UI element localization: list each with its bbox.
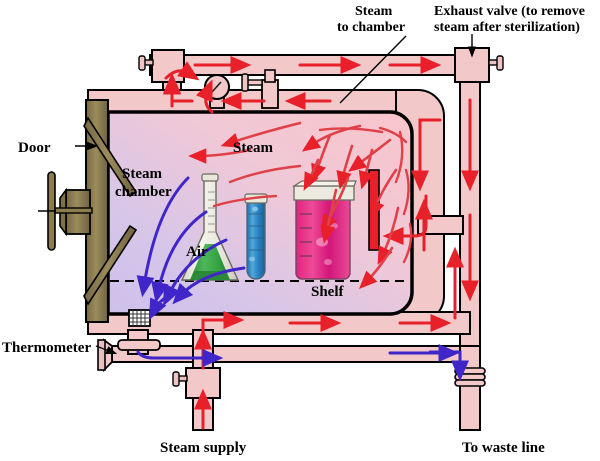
label-exhaust-valve-line1: Exhaust valve (to remove — [434, 4, 585, 19]
drain-flange — [117, 339, 161, 351]
door-assembly[interactable] — [38, 99, 138, 323]
air-flow-arrows — [136, 176, 469, 382]
chamber-steam-swirls — [188, 121, 400, 289]
label-to-waste-line: To waste line — [462, 440, 545, 456]
steam-supply-valve[interactable] — [172, 367, 221, 399]
bottom-fittings[interactable] — [97, 338, 486, 399]
label-steam: Steam — [233, 140, 273, 156]
label-steam-to-chamber-line1: Steam — [355, 4, 393, 19]
label-door: Door — [18, 140, 51, 156]
label-steam-to-chamber-line2: to chamber — [337, 20, 405, 35]
label-thermometer: Thermometer — [2, 340, 91, 356]
label-steam-supply: Steam supply — [160, 440, 247, 456]
label-shelf: Shelf — [311, 284, 345, 300]
label-steam-chamber-line2: chamber — [115, 184, 172, 200]
leader-lines — [95, 34, 477, 354]
chamber-drain-grate — [128, 309, 151, 327]
chamber-steam-swirls-tails — [212, 126, 413, 264]
thermometer-probe — [97, 338, 113, 373]
exhaust-valve[interactable] — [454, 47, 504, 83]
waste-line-pipe — [459, 345, 481, 431]
beaker — [291, 180, 357, 280]
label-exhaust-valve-line2: steam after sterilization) — [434, 20, 580, 35]
door-brace-lower — [83, 224, 138, 306]
leader-steam-to-chamber — [339, 35, 407, 104]
label-air: Air — [186, 244, 208, 260]
test-tube — [244, 193, 268, 280]
steam-flow-arrows — [163, 56, 479, 430]
safety-valve[interactable] — [241, 69, 279, 109]
jacket-to-exhaust-connector — [417, 215, 464, 235]
door-wheel-shaft[interactable] — [49, 207, 93, 214]
steam-inlet-valve-knob[interactable] — [138, 55, 146, 71]
label-steam-chamber-line1: Steam — [122, 166, 162, 182]
door-brace-upper — [83, 116, 138, 198]
leader-thermometer — [95, 345, 118, 354]
